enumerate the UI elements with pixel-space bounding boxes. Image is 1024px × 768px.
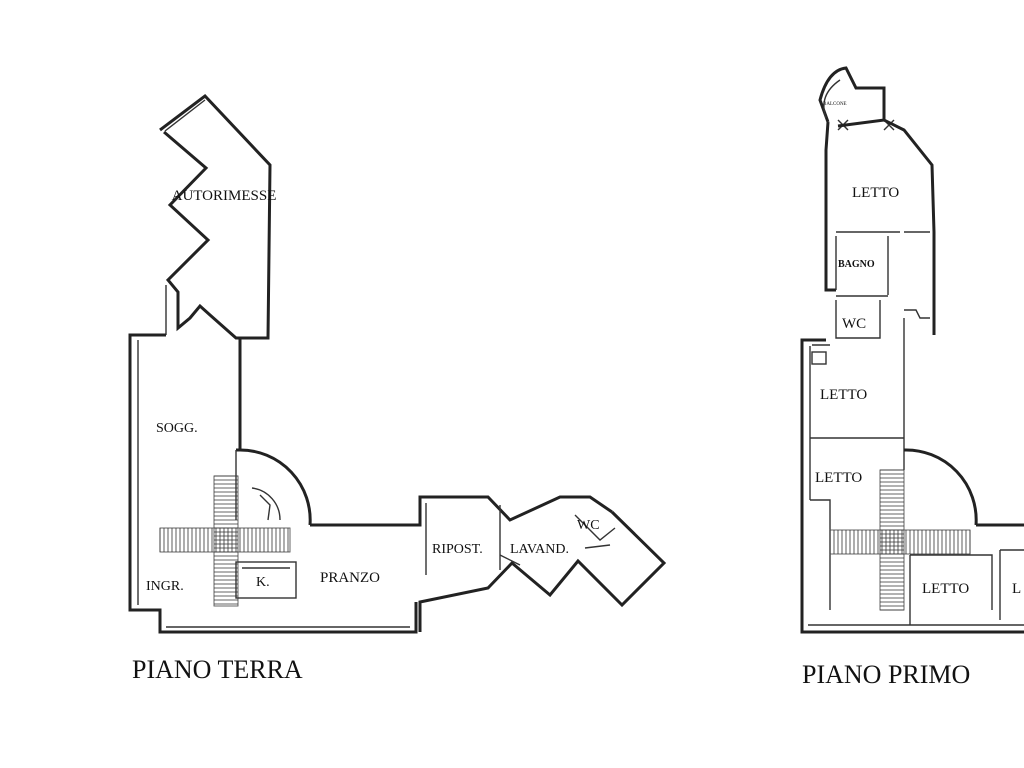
kitchen-block <box>235 561 297 599</box>
first-floor-labels: BALCONE LETTO BAGNO WC LETTO LETTO LETTO… <box>802 102 1021 689</box>
first-floor-plan <box>800 66 1024 634</box>
room-label-dining: PRANZO <box>320 570 380 586</box>
ground-staircase <box>159 475 291 607</box>
ground-floor-plan <box>128 93 667 634</box>
room-label-kitchen: K. <box>256 575 270 590</box>
garage-outline <box>159 93 272 340</box>
ground-stair-hall <box>239 448 312 526</box>
room-label-bedroom-5-partial: L <box>1012 581 1021 597</box>
ground-floor-labels: AUTORIMESSE SOGG. INGR. K. PRANZO RIPOST… <box>132 188 600 684</box>
room-label-living: SOGG. <box>156 421 198 436</box>
first-upper-walls <box>824 118 936 339</box>
room-label-bedroom-4: LETTO <box>922 581 969 597</box>
room-label-garage: AUTORIMESSE <box>172 188 277 204</box>
room-label-storage: RIPOST. <box>432 542 483 557</box>
first-middle-walls <box>800 338 1024 634</box>
room-label-wc-ground: WC <box>577 518 600 533</box>
room-label-bedroom-3: LETTO <box>815 470 862 486</box>
room-label-laundry: LAVAND. <box>510 542 569 557</box>
room-label-bathroom: BAGNO <box>838 259 875 270</box>
room-label-bedroom-1: LETTO <box>852 185 899 201</box>
room-label-bedroom-2: LETTO <box>820 387 867 403</box>
first-lower-walls <box>909 549 1024 625</box>
balcony-outline <box>818 66 895 131</box>
room-label-balcony: BALCONE <box>823 102 847 107</box>
room-label-wc-first: WC <box>842 316 866 332</box>
ground-main-walls <box>128 333 667 634</box>
room-label-entrance: INGR. <box>146 579 184 594</box>
floor-title-ground: PIANO TERRA <box>132 655 303 684</box>
floor-title-first: PIANO PRIMO <box>802 660 970 689</box>
first-stair-hall <box>829 448 1024 611</box>
